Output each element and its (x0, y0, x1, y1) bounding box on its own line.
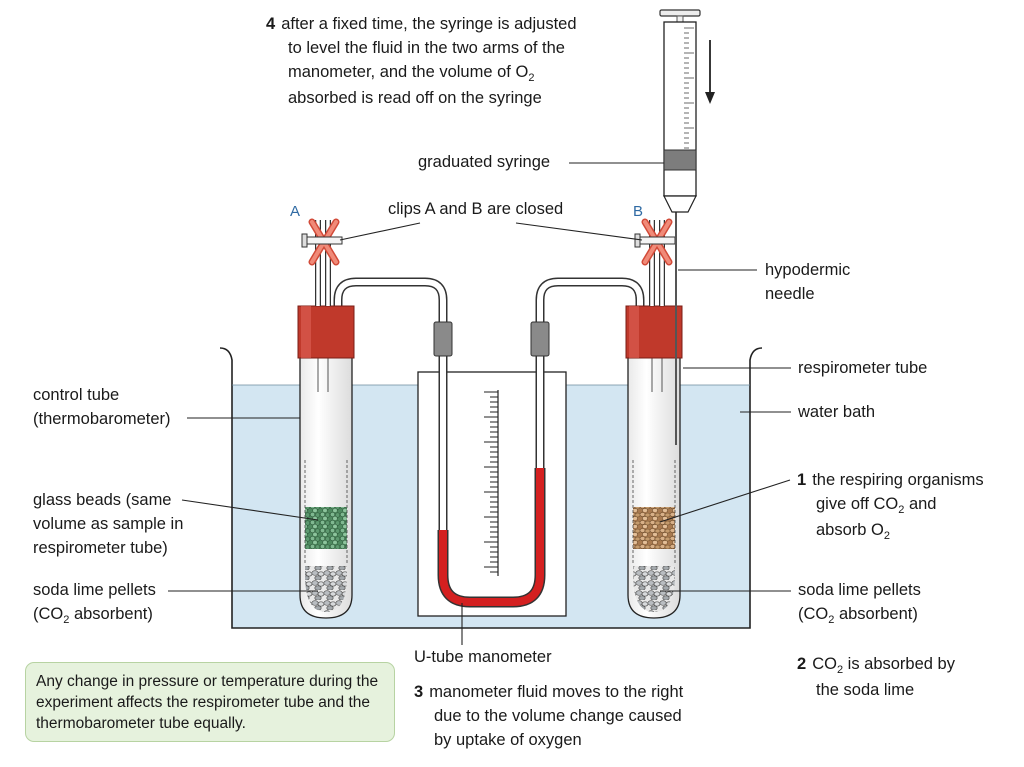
soda-left-line-2b: absorbent) (69, 605, 153, 623)
down-arrow-icon (705, 40, 715, 104)
graduated-syringe (659, 9, 701, 213)
step-2-line-1a: CO (812, 655, 837, 673)
note-box: Any change in pressure or temperature du… (25, 662, 395, 742)
label-graduated-syringe: graduated syringe (418, 153, 551, 171)
step-4-line-4: absorbed is read off on the syringe (288, 89, 542, 107)
soda-right-line-1: soda lime pellets (798, 581, 921, 599)
manometer-clamp-right (530, 321, 550, 357)
label-control-tube: control tube (thermobarometer) (33, 383, 171, 431)
soda-lime-pellets-control (305, 566, 347, 612)
u-tube-manometer (437, 468, 546, 608)
step-2-line-1-sub: 2 (836, 664, 844, 676)
step-2-number: 2 (797, 655, 807, 673)
step-1-line-2-sub: 2 (898, 504, 905, 516)
step-3-line-3: by uptake of oxygen (434, 731, 582, 749)
beads-line-3: respirometer tube) (33, 539, 168, 557)
clip-a (301, 218, 343, 266)
control-tube (299, 329, 353, 619)
soda-left-sub: 2 (63, 614, 70, 626)
clip-b (634, 218, 676, 266)
leader-clip-b (515, 222, 643, 241)
step-3-line-2: due to the volume change caused (434, 707, 682, 725)
needle-line-1: hypodermic (765, 261, 851, 279)
label-water-bath: water bath (798, 403, 876, 421)
soda-left-line-1: soda lime pellets (33, 581, 156, 599)
step-2-line-2: the soda lime (816, 681, 915, 699)
step-1-number: 1 (797, 471, 807, 489)
step-3-number: 3 (414, 683, 424, 701)
label-hypodermic-needle: hypodermic needle (765, 258, 850, 306)
left-connecting-tube (333, 277, 448, 560)
beads-line-1: glass beads (same (33, 491, 172, 509)
label-soda-lime-left: soda lime pellets (CO2 absorbent) (33, 578, 156, 628)
step-4-text: 4 after a fixed time, the syringe is adju… (266, 12, 577, 110)
leader-beads (181, 499, 319, 521)
manometer-clamp-left (433, 321, 453, 357)
soda-right-sub: 2 (828, 614, 835, 626)
respirometer-tube (627, 329, 681, 619)
label-soda-lime-right: soda lime pellets (CO2 absorbent) (798, 578, 921, 628)
soda-left-line-2a: (CO (33, 605, 64, 623)
step-4-line-2: to level the fluid in the two arms of th… (288, 39, 565, 57)
step-3-line-1: manometer fluid moves to the right (429, 683, 684, 701)
label-u-tube-manometer: U-tube manometer (414, 648, 552, 666)
soda-lime-pellets-respirometer (633, 566, 675, 612)
manometer-scale (484, 390, 499, 576)
label-clip-a: A (290, 203, 301, 220)
leader-clip-a (339, 222, 421, 241)
note-text: Any change in pressure or temperature du… (36, 673, 379, 732)
soda-right-line-2a: (CO (798, 605, 829, 623)
step-1-line-3a: absorb O (816, 521, 884, 539)
label-clip-b: B (633, 203, 644, 220)
step-1-line-2a: give off CO (816, 495, 899, 513)
glass-beads (305, 507, 347, 549)
control-line-2: (thermobarometer) (33, 410, 171, 428)
step-4-number: 4 (266, 15, 276, 33)
step-4-line-3: manometer, and the volume of O (288, 63, 529, 81)
step-1-line-1: the respiring organisms (812, 471, 984, 489)
right-connecting-tube (535, 277, 645, 560)
respiring-organisms (633, 507, 675, 549)
soda-right-line-2b: absorbent) (834, 605, 918, 623)
label-clips: clips A and B are closed (388, 200, 564, 218)
label-respirometer-tube: respirometer tube (798, 359, 928, 377)
leader-organisms (659, 479, 791, 523)
step-4-line-1: after a fixed time, the syringe is adjus… (281, 15, 577, 33)
beads-line-2: volume as sample in (33, 515, 184, 533)
step-4-o2-sub: 2 (528, 72, 535, 84)
step-2-line-1b: is absorbed by (843, 655, 955, 673)
control-line-1: control tube (33, 386, 120, 404)
needle-line-2: needle (765, 285, 815, 303)
step-1-line-3-sub: 2 (883, 530, 890, 542)
step-3-text: 3 manometer fluid moves to the right due … (414, 680, 683, 752)
step-1-line-2b: and (904, 495, 937, 513)
label-glass-beads: glass beads (same volume as sample in re… (33, 488, 183, 560)
